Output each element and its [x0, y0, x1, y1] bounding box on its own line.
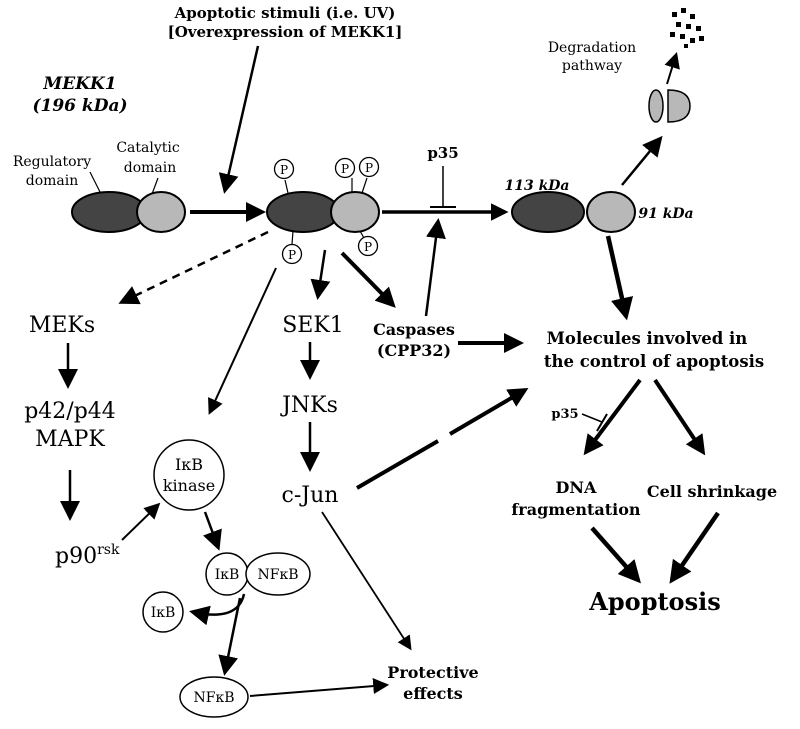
regulatory-domain-shape: [71, 191, 147, 233]
protective-effects-line2: effects: [403, 684, 463, 703]
molecules-node-line1: Molecules involved in: [547, 329, 748, 348]
phosphate-site-4: [281, 243, 303, 265]
catalytic-domain-shape: [136, 191, 186, 233]
sek1-node: SEK1: [282, 313, 344, 338]
degradation-piece-left: [648, 89, 664, 123]
dna-fragmentation-line1: DNA: [556, 478, 598, 497]
dna-fragmentation-line2: fragmentation: [511, 500, 641, 519]
meks-node: MEKs: [29, 313, 95, 338]
ikb-kinase-label-line2: kinase: [163, 476, 215, 495]
protective-effects-line1: Protective: [387, 663, 478, 682]
degradation-piece-right: [667, 89, 691, 123]
phosphate-site-5: [357, 235, 379, 257]
fragment-91-label: 91 kDa: [638, 206, 693, 222]
p35-label-lower: p35: [551, 407, 578, 422]
catalytic-domain-label-line1: Catalytic: [116, 140, 180, 156]
ikb-kinase-to-complex-arrow: [203, 511, 222, 551]
mapk-node-line1: p42/p44: [24, 399, 116, 424]
p90-to-ikb-kinase-arrow: [121, 502, 161, 541]
to-sek1-arrow: [310, 249, 331, 300]
nfkb-bound-node: [245, 552, 311, 596]
ikb-release-arrow: [189, 593, 246, 626]
cell-shrinkage-label: Cell shrinkage: [647, 482, 777, 501]
fragment-113-shape: [511, 191, 585, 233]
caspases-to-cleavage-arrow: [424, 218, 446, 317]
stimulus-label-line2: [Overexpression of MEKK1]: [168, 23, 403, 41]
ikb-free-label: IκB: [151, 605, 176, 621]
phosphate-site-1: [273, 158, 295, 180]
molecules-node-line2: the control of apoptosis: [544, 352, 764, 371]
catalytic-domain-label-line2: domain: [124, 160, 177, 176]
regulatory-label-leader: [89, 171, 101, 193]
nfkb-release-arrow: [218, 597, 242, 676]
molecules-to-shrinkage-arrow: [653, 378, 706, 456]
stimulus-arrow: [218, 45, 260, 194]
mapk-node-line2: MAPK: [35, 427, 105, 452]
caspases-node-line2: (CPP32): [377, 341, 451, 360]
to-caspases-arrow: [340, 251, 396, 308]
fragment-to-molecules-arrow: [605, 235, 634, 321]
degraded-fragments: [670, 8, 704, 48]
phospho-regulatory-domain: [266, 191, 340, 233]
ikb-bound-label: IκB: [215, 567, 240, 583]
jnks-node: JNKs: [280, 393, 338, 418]
phosphate-label-4: P: [288, 248, 296, 262]
ikb-kinase-label-line1: IκB: [175, 455, 203, 474]
phosphate-label-1: P: [280, 163, 288, 177]
cjun-node: c-Jun: [282, 483, 339, 508]
phosphate-label-5: P: [364, 240, 372, 254]
nfkb-bound-label: NFκB: [257, 567, 298, 583]
mekk1-name: MEKK1: [42, 74, 116, 94]
phosphate-label-3: P: [365, 161, 373, 175]
molecules-to-dna-arrow: [583, 378, 642, 456]
phosphate-site-3: [358, 156, 380, 178]
dna-to-apoptosis-arrow: [590, 526, 641, 584]
phospho-catalytic-domain: [330, 191, 380, 233]
apoptosis-label: Apoptosis: [588, 587, 720, 616]
cjun-to-molecules-arrow: [355, 390, 525, 490]
regulatory-domain-label-line1: Regulatory: [13, 154, 91, 170]
shrinkage-to-apoptosis-arrow: [669, 511, 720, 584]
fragment-113-label: 113 kDa: [504, 178, 569, 194]
nfkb-free-node: [179, 676, 249, 718]
mekk1-size: (196 kDa): [32, 96, 127, 116]
ikb-free-node: [142, 591, 184, 633]
fragment-91-shape: [586, 191, 636, 233]
to-fragments-arrow: [664, 51, 680, 85]
to-degradation-arrow: [621, 135, 663, 186]
degradation-label-line1: Degradation: [548, 40, 636, 56]
p90rsk-node: p90rsk: [55, 542, 120, 569]
caspases-node-line1: Caspases: [373, 320, 455, 339]
nfkb-free-label: NFκB: [193, 690, 234, 706]
p35-lower-inhibit-bar: [596, 413, 608, 432]
p35-lower-inhibit-line: [581, 413, 603, 423]
stimulus-label-line1: Apoptotic stimuli (i.e. UV): [174, 4, 396, 22]
nfkb-to-protective-arrow: [249, 678, 390, 697]
phosphate-site-2: [334, 157, 356, 179]
phosphate-label-2: P: [341, 162, 349, 176]
to-meks-dashed-arrow: [118, 230, 269, 305]
p35-label-top: p35: [427, 144, 458, 162]
degradation-label-line2: pathway: [562, 58, 622, 74]
cjun-to-protective-arrow: [321, 511, 412, 651]
regulatory-domain-label-line2: domain: [26, 173, 79, 189]
ikb-kinase-node: [153, 439, 225, 511]
to-ikb-kinase-arrow: [208, 267, 277, 415]
catalytic-label-leader: [151, 177, 159, 195]
